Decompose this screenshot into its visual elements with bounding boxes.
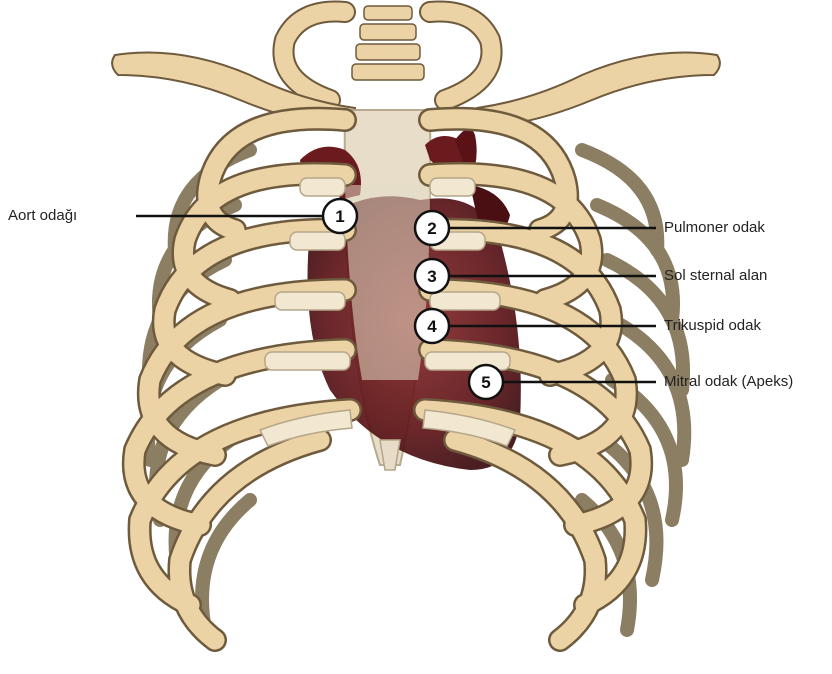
marker-5-number: 5 [481,373,490,392]
label-mitral-area: Mitral odak (Apeks) [664,373,793,391]
marker-1-number: 1 [335,207,344,226]
marker-2-number: 2 [427,219,436,238]
marker-3: 3 [415,259,449,293]
marker-2: 2 [415,211,449,245]
marker-4-number: 4 [427,317,437,336]
label-pulmonic-area: Pulmoner odak [664,219,765,237]
marker-3-number: 3 [427,267,436,286]
label-aortic-area: Aort odağı [8,207,77,225]
spine [352,6,424,80]
marker-5: 5 [469,365,503,399]
marker-1: 1 [323,199,357,233]
label-left-sternal-border: Sol sternal alan [664,267,767,285]
label-tricuspid-area: Trikuspid odak [664,317,761,335]
marker-4: 4 [415,309,449,343]
